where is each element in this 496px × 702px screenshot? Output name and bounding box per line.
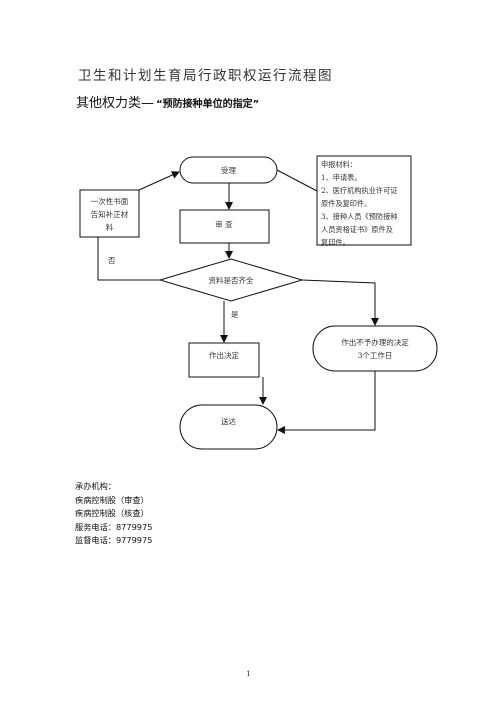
review-node	[179, 209, 270, 244]
deliver-node	[179, 404, 278, 450]
notify-label-2: 告知补正材	[91, 209, 129, 219]
notify-node	[79, 189, 140, 238]
yes-label: 是	[231, 310, 239, 319]
arrow-decision-to-reject	[301, 279, 379, 326]
line-accept-to-materials	[276, 169, 318, 192]
review-label: 审 查	[215, 219, 233, 229]
dept-label: 承办机构：	[75, 481, 116, 491]
page-title: 卫生和计划生育局行政职权运行流程图	[78, 68, 333, 84]
notify-label-3: 料	[106, 222, 114, 232]
reject-label-1: 作出不予办理的决定	[341, 337, 409, 347]
materials-item: 1、申请表。	[321, 173, 362, 182]
materials-list: 申报材料： 1、申请表。 2、医疗机构执业许可证 原件及复印件。 3、接种人员《…	[321, 158, 411, 249]
subtitle-quote: “预防接种单位的指定”	[156, 99, 260, 110]
materials-node	[316, 155, 412, 246]
reject-node	[312, 325, 438, 372]
notify-label-1: 一次性书面	[91, 196, 129, 206]
page-number: 1	[246, 669, 251, 678]
materials-item: 2、医疗机构执业许可证	[321, 186, 398, 195]
dept-check: 疾病控制股（核查）	[75, 508, 149, 518]
deliver-label: 送达	[221, 416, 236, 426]
decision-label: 资料是否齐全	[209, 275, 254, 285]
make-decision-label: 作出决定	[209, 350, 239, 360]
materials-item: 原件及复印件。	[321, 199, 372, 208]
accept-label: 受理	[221, 165, 236, 175]
subtitle-prefix: 其他权力类—	[76, 96, 155, 111]
supervise-phone: 监督电话：9779975	[75, 535, 153, 545]
materials-item: 复印件。	[321, 238, 350, 247]
dept-review: 疾病控制股（审查）	[75, 494, 149, 505]
materials-item: 3、接种人员《预防接种	[321, 212, 398, 221]
footer-info: 承办机构： 疾病控制股（审查） 疾病控制股（核查） 服务电话：8779975 监…	[75, 480, 152, 548]
page-subtitle: 其他权力类—“预防接种单位的指定”	[76, 92, 259, 111]
no-label: 否	[108, 256, 116, 265]
materials-item: 申报材料：	[321, 160, 357, 169]
materials-item: 人员资格证书》原件及	[321, 225, 393, 234]
line-decision-no-to-notify	[97, 237, 160, 281]
make-decision-node	[188, 342, 260, 378]
arrow-reject-to-deliver	[277, 371, 376, 434]
service-phone: 服务电话：8779975	[75, 521, 153, 532]
reject-label-2: 3个工作日	[358, 350, 393, 360]
arrow-notify-to-accept	[138, 171, 180, 191]
